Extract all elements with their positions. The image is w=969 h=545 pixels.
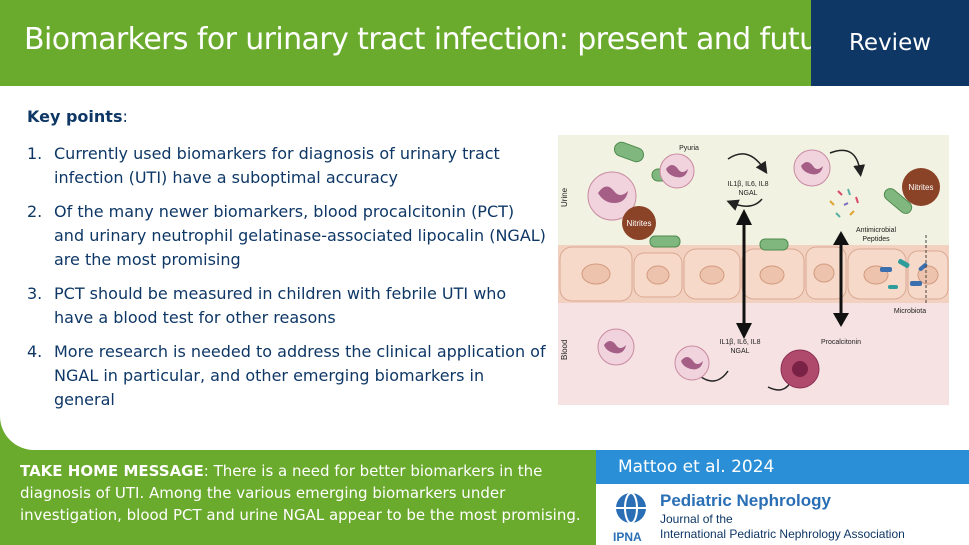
citation-bar: Mattoo et al. 2024 xyxy=(596,450,969,484)
procalcitonin-label: Procalcitonin xyxy=(821,339,861,346)
blood-cell-icon xyxy=(597,328,820,389)
journal-title: Pediatric Nephrology xyxy=(660,491,831,510)
journal-association: International Pediatric Nephrology Assoc… xyxy=(660,527,905,541)
biomarker-illustration: Urine Blood Nitrites Nitrites Pyuria IL1… xyxy=(558,135,949,405)
take-home-message: TAKE HOME MESSAGE: There is a need for b… xyxy=(20,460,585,526)
nitrites-label-left: Nitrites xyxy=(627,219,652,228)
key-point-number: 3. xyxy=(27,284,43,303)
cytokines-top-label: IL1β, IL6, IL8 xyxy=(728,181,769,188)
key-point-text: More research is needed to address the c… xyxy=(54,342,546,409)
nitrites-bubble xyxy=(902,168,940,206)
key-points-label: Key points xyxy=(27,107,123,126)
neutrophil-icon xyxy=(587,149,831,221)
review-badge: Review xyxy=(811,0,969,86)
key-points-colon: : xyxy=(122,107,128,126)
blood-label: Blood xyxy=(560,340,569,360)
ipna-logo-text: IPNA xyxy=(613,530,642,544)
microbiota-label: Microbiota xyxy=(894,308,926,315)
key-point: 3. PCT should be measured in children wit… xyxy=(27,282,547,330)
journal-box xyxy=(596,484,969,545)
key-point-text: PCT should be measured in children with … xyxy=(54,284,507,327)
take-home-text: : There is a need for better biomarkers … xyxy=(20,462,581,524)
microbiota-icon xyxy=(880,259,928,289)
key-point-number: 4. xyxy=(27,342,43,361)
journal-subtitle: Journal of the xyxy=(660,512,733,526)
peptides-label: Peptides xyxy=(862,236,890,243)
key-points-heading: Key points: xyxy=(27,107,128,126)
ngal-top-label: NGAL xyxy=(738,190,757,197)
antimicrobial-label: Antimicrobial xyxy=(856,227,897,234)
key-point: 2. Of the many newer biomarkers, blood pr… xyxy=(27,200,547,272)
exchange-arrow-icon xyxy=(736,209,927,339)
pyuria-label: Pyuria xyxy=(679,145,699,152)
key-point-number: 2. xyxy=(27,202,43,221)
nitrites-bubble xyxy=(622,206,656,240)
page-title: Biomarkers for urinary tract infection: … xyxy=(24,22,847,57)
antimicrobial-peptides-icon xyxy=(829,188,859,218)
key-point: 1. Currently used biomarkers for diagnosi… xyxy=(27,142,547,190)
cytokines-bottom-label: IL1β, IL6, IL8 xyxy=(720,339,761,346)
ipna-globe-icon xyxy=(616,492,646,524)
key-point-text: Currently used biomarkers for diagnosis … xyxy=(54,144,500,187)
epithelial-layer xyxy=(558,245,949,303)
nitrites-label-right: Nitrites xyxy=(909,183,934,192)
key-point: 4. More research is needed to address the… xyxy=(27,340,547,412)
take-home-label: TAKE HOME MESSAGE xyxy=(20,462,204,480)
urine-label: Urine xyxy=(560,187,569,207)
key-point-number: 1. xyxy=(27,144,43,163)
key-point-text: Of the many newer biomarkers, blood proc… xyxy=(54,202,546,269)
ngal-bottom-label: NGAL xyxy=(730,348,749,355)
key-points-list: 1. Currently used biomarkers for diagnosi… xyxy=(27,142,547,422)
